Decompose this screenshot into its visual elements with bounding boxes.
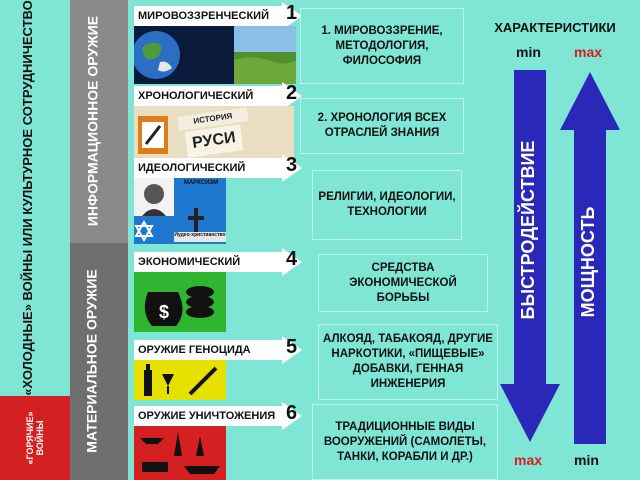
row-number-3: 3 xyxy=(286,154,298,176)
power-label: МОЩНОСТЬ xyxy=(578,206,598,318)
min-label-right: min xyxy=(574,452,599,468)
weapons-picture xyxy=(134,426,226,480)
history-books-picture: ИСТОРИЯ РУСИ xyxy=(134,106,294,164)
landscape-picture xyxy=(234,26,296,84)
characteristics-title: ХАРАКТЕРИСТИКИ xyxy=(494,20,616,35)
row-number-1: 1 xyxy=(286,2,298,24)
genocide-picture xyxy=(134,360,226,400)
row-arrow-2 xyxy=(282,82,302,110)
max-label-right: max xyxy=(574,44,603,60)
desc-box-3: РЕЛИГИИ, ИДЕОЛОГИИ, ТЕХНОЛОГИИ xyxy=(312,170,462,240)
row-label-worldview: МИРОВОЗЗРЕНЧЕСКИЙ xyxy=(134,6,282,26)
row-label-chronological: ХРОНОЛОГИЧЕСКИЙ xyxy=(134,86,282,106)
power-arrow xyxy=(560,72,620,444)
earth-picture xyxy=(134,26,234,84)
hot-war-label: «ГОРЯЧИЕ» ВОЙНЫ xyxy=(25,411,45,465)
desc-box-2: 2. ХРОНОЛОГИЯ ВСЕХ ОТРАСЛЕЙ ЗНАНИЯ xyxy=(300,98,464,154)
row-arrow-5 xyxy=(282,336,302,364)
row-number-2: 2 xyxy=(286,82,298,104)
row-number-5: 5 xyxy=(286,336,298,358)
desc-box-6: ТРАДИЦИОННЫЕ ВИДЫ ВООРУЖЕНИЙ (САМОЛЕТЫ, … xyxy=(312,404,498,480)
row-arrow-3 xyxy=(282,154,302,182)
row-arrow-4 xyxy=(282,248,302,276)
money-picture: $ xyxy=(134,272,226,332)
material-weapon-group xyxy=(70,243,128,480)
row-label-genocide: ОРУЖИЕ ГЕНОЦИДА xyxy=(134,340,282,360)
desc-box-1: 1. МИРОВОЗЗРЕНИЕ, МЕТОДОЛОГИЯ, ФИЛОСОФИЯ xyxy=(300,8,464,84)
row-arrow-1 xyxy=(282,2,302,30)
ideology-picture: МАРКСИЗМ Иудео-христианство xyxy=(134,178,226,244)
info-weapon-group xyxy=(70,0,128,243)
row-number-6: 6 xyxy=(286,402,298,424)
row-label-destruction: ОРУЖИЕ УНИЧТОЖЕНИЯ xyxy=(134,406,282,426)
speed-arrow xyxy=(500,70,560,442)
hot-war-strip xyxy=(0,396,70,480)
dollar-sign: $ xyxy=(158,302,169,322)
row-number-4: 4 xyxy=(286,248,298,270)
row-label-ideological: ИДЕОЛОГИЧЕСКИЙ xyxy=(134,158,282,178)
min-label-left: min xyxy=(516,44,541,60)
desc-box-4: СРЕДСТВА ЭКОНОМИЧЕСКОЙ БОРЬБЫ xyxy=(318,254,488,312)
desc-box-5: АЛКОЯД, ТАБАКОЯД, ДРУГИЕ НАРКОТИКИ, «ПИЩ… xyxy=(318,324,498,400)
speed-label: БЫСТРОДЕЙСТВИЕ xyxy=(518,140,538,320)
cold-war-label: «ХОЛОДНЫЕ» ВОЙНЫ ИЛИ КУЛЬТУРНОЕ СОТРУДНИ… xyxy=(20,0,35,396)
marxism-caption: МАРКСИЗМ xyxy=(183,180,219,186)
material-weapon-label: МАТЕРИАЛЬНОЕ ОРУЖИЕ xyxy=(83,269,100,453)
max-label-left: max xyxy=(514,452,543,468)
info-weapon-label: ИНФОРМАЦИОННОЕ ОРУЖИЕ xyxy=(84,15,101,227)
row-label-economic: ЭКОНОМИЧЕСКИЙ xyxy=(134,252,282,272)
cold-war-strip xyxy=(0,0,70,396)
judeo-christianity-caption: Иудео-христианство xyxy=(174,232,226,242)
row-arrow-6 xyxy=(282,402,302,430)
